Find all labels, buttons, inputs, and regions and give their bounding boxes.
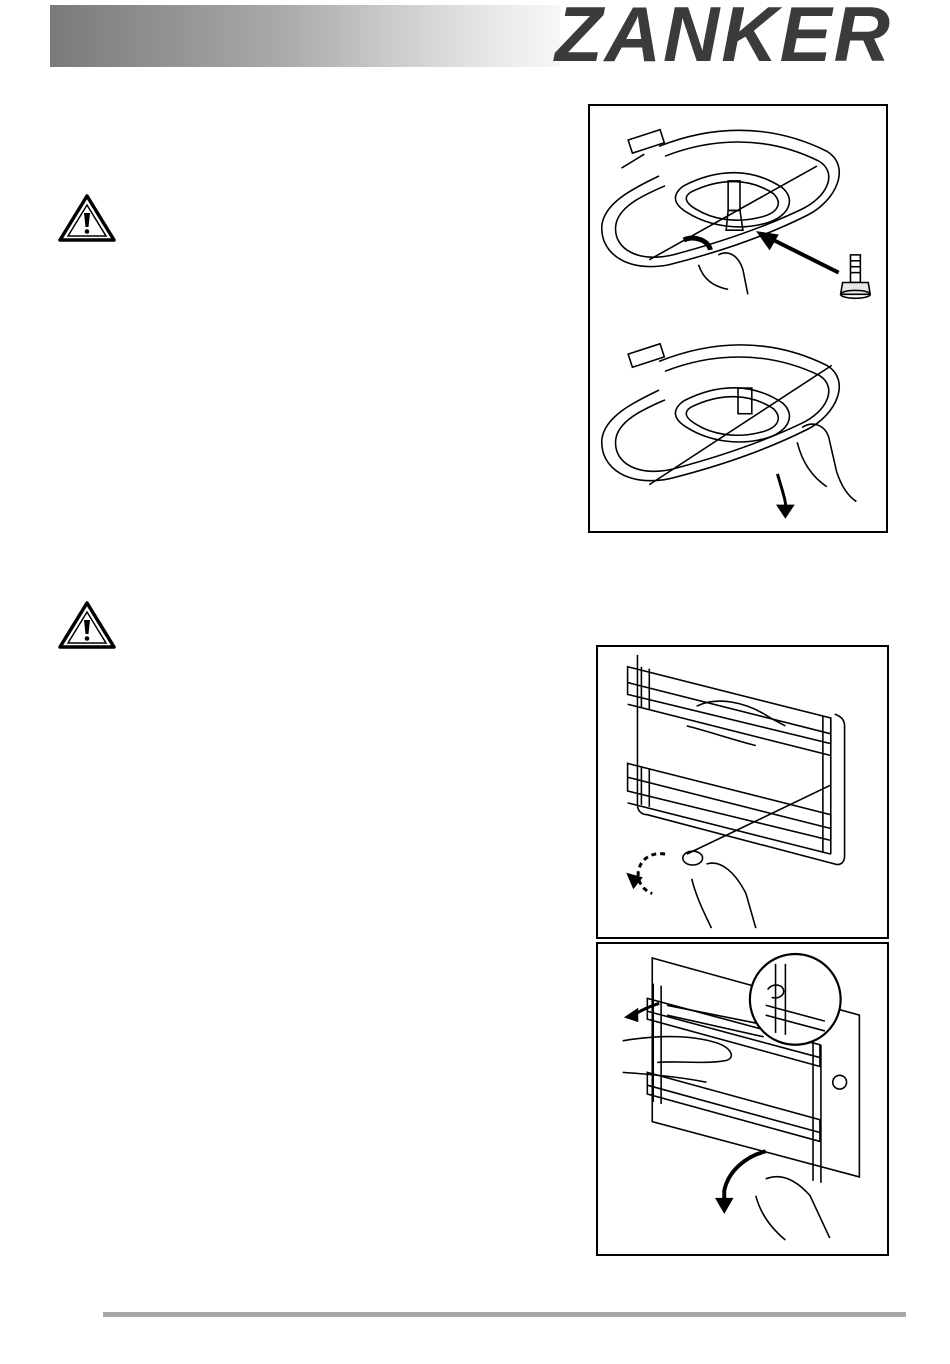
grill-element-illustration: [590, 106, 886, 531]
shelf-support-unscrew-figure: [596, 645, 889, 939]
shelf-support-unscrew-illustration: [598, 647, 887, 937]
shelf-support-remove-illustration: [598, 944, 887, 1254]
grill-element-figure: [588, 104, 888, 533]
header-bar: [50, 5, 560, 67]
warning-triangle-icon: [57, 600, 117, 655]
warning-triangle-icon: [57, 193, 117, 248]
brand-logo: ZANKER: [555, 0, 915, 74]
footer-rule: [103, 1312, 906, 1317]
shelf-support-remove-figure: [596, 942, 889, 1256]
